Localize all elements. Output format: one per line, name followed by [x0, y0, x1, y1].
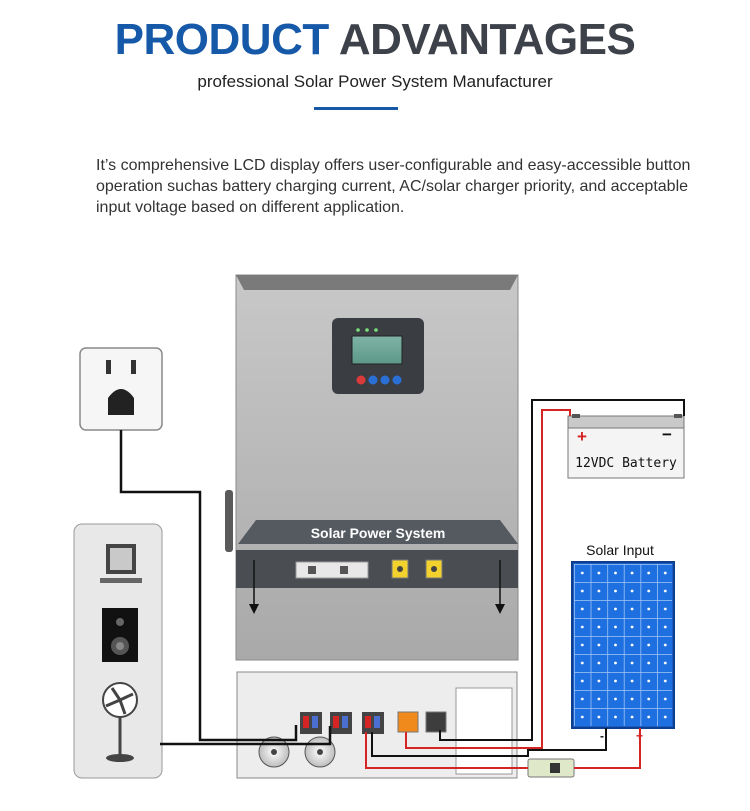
- battery-icon: + − 12VDC Battery: [567, 414, 685, 479]
- inverter-label-band: [238, 520, 518, 544]
- title-word-advantages: ADVANTAGES: [338, 15, 636, 64]
- wiring: [119, 399, 685, 769]
- dc-breaker-icon: [527, 758, 575, 778]
- speaker-icon: [102, 608, 138, 662]
- lcd-control-panel: [332, 318, 424, 394]
- battery-minus-label: −: [662, 425, 672, 444]
- solar-panel-icon: Solar Input - +: [571, 542, 675, 743]
- solar-input-label: Solar Input: [586, 542, 654, 558]
- title-underline: [314, 107, 398, 110]
- computer-monitor-icon: [100, 544, 142, 583]
- inverter-terminal-box: [236, 671, 518, 779]
- lcd-button-power[interactable]: [356, 375, 366, 385]
- battery-plus-label: +: [577, 427, 587, 446]
- lcd-button-enter[interactable]: [392, 375, 402, 385]
- inverter-unit: Solar Power System: [225, 274, 519, 661]
- inverter-label: Solar Power System: [311, 525, 446, 541]
- appliance-panel: [73, 523, 163, 779]
- page-title: PRODUCT ADVANTAGES: [0, 14, 750, 66]
- title-word-product: PRODUCT: [114, 15, 330, 64]
- lcd-button-down[interactable]: [380, 375, 390, 385]
- battery-label: 12VDC Battery: [575, 456, 677, 471]
- wall-outlet-icon: [79, 347, 163, 431]
- lcd-button-up[interactable]: [368, 375, 378, 385]
- page-subtitle: professional Solar Power System Manufact…: [197, 72, 553, 91]
- description-text: It’s comprehensive LCD display offers us…: [96, 157, 691, 216]
- electric-fan-icon: [102, 682, 138, 762]
- solar-minus-label: -: [600, 729, 604, 743]
- lcd-screen: [351, 335, 403, 365]
